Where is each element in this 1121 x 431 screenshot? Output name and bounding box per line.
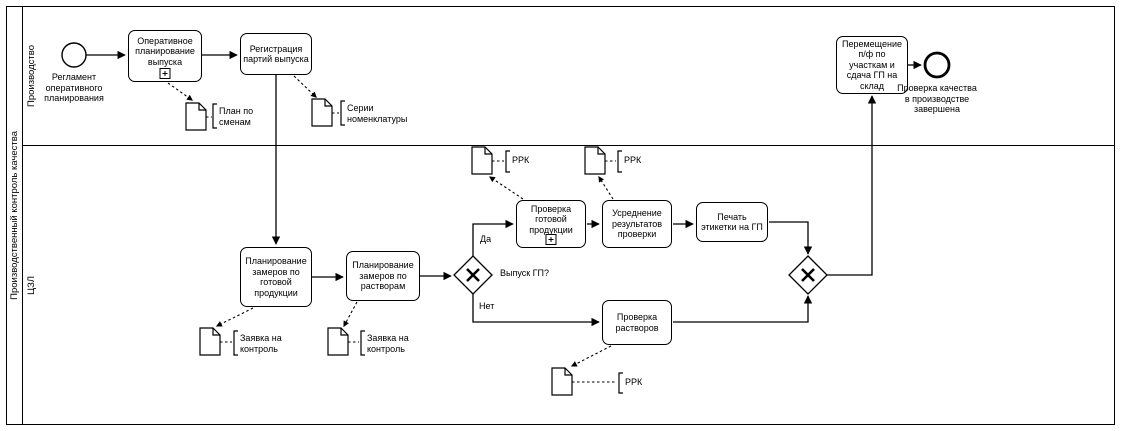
task-planning-solutions[interactable]: Планирование замеров по растворам <box>346 251 420 301</box>
flow-join-to-movement <box>827 95 877 276</box>
task-label: Печать этикетки на ГП <box>701 211 763 233</box>
assoc-registration-to-series <box>293 75 317 98</box>
gateway-yes-label: Да <box>480 234 492 244</box>
task-label: Проверка готовой продукции <box>529 203 573 235</box>
gateway-question-label: Выпуск ГП? <box>500 268 550 278</box>
pool-title-strip: Производственный контроль качества <box>6 6 23 425</box>
task-label: Планирование замеров по готовой продукци… <box>245 256 307 298</box>
end-event-label: Проверка качества в производстве заверше… <box>897 83 977 114</box>
task-label: Планирование замеров по растворам <box>352 260 414 292</box>
doc-request-sol-label: Заявка на контроль <box>367 333 409 354</box>
assoc-op-planning-to-plan-shifts <box>167 82 193 101</box>
document-rrk-check-gp-icon[interactable] <box>471 146 493 175</box>
start-event-label: Регламент оперативного планирования <box>44 72 104 103</box>
x-marker-icon <box>801 268 815 282</box>
annotation-bracket-icon <box>360 330 365 356</box>
document-series-icon[interactable] <box>311 98 333 127</box>
doc-plan-shifts-label: План по сменам <box>219 106 254 127</box>
assoc-averaging-to-rrk <box>598 175 614 200</box>
subprocess-plus-icon <box>159 68 171 79</box>
task-label: Регистрация партий выпуска <box>243 43 309 65</box>
flow-gateway-yes-to-check-gp <box>472 219 514 256</box>
doc-request-gp-label: Заявка на контроль <box>240 333 282 354</box>
task-check-gp[interactable]: Проверка готовой продукции <box>516 200 586 248</box>
task-print-label[interactable]: Печать этикетки на ГП <box>696 202 768 242</box>
annotation-bracket-icon <box>340 100 345 126</box>
annotation-bracket-icon <box>233 330 238 356</box>
annotation-bracket-icon <box>212 103 217 129</box>
assoc-planning-sol-to-request <box>343 301 358 328</box>
start-event[interactable] <box>61 42 87 68</box>
document-request-gp-icon[interactable] <box>199 327 221 356</box>
task-averaging[interactable]: Усреднение результатов проверки <box>602 200 672 248</box>
task-planning-gp[interactable]: Планирование замеров по готовой продукци… <box>240 247 312 307</box>
gateway-join[interactable] <box>788 255 828 295</box>
flow-check-sol-to-join <box>673 295 813 323</box>
doc-rrk-averaging-label: РРК <box>624 155 642 165</box>
doc-rrk-check-gp-label: РРК <box>512 155 530 165</box>
doc-series-label: Серии номенклатуры <box>347 103 408 124</box>
task-movement[interactable]: Перемещение п/ф по участкам и сдача ГП н… <box>836 36 908 94</box>
annotation-bracket-icon <box>618 372 623 394</box>
document-rrk-solutions-icon[interactable] <box>551 367 573 396</box>
task-check-solutions[interactable]: Проверка растворов <box>602 300 672 345</box>
task-label: Проверка растворов <box>615 312 659 333</box>
flow-print-to-join <box>769 221 813 255</box>
annotation-bracket-icon <box>617 150 622 173</box>
x-marker-icon <box>466 268 480 282</box>
subprocess-plus-icon <box>545 234 557 245</box>
end-event[interactable] <box>923 51 951 79</box>
assoc-check-gp-to-rrk <box>488 176 524 200</box>
task-label: Оперативное планирование выпуска <box>135 35 195 67</box>
assoc-check-sol-to-rrk <box>570 345 612 367</box>
task-operational-planning[interactable]: Оперативное планирование выпуска <box>128 30 202 82</box>
flow-gateway-no-to-check-sol <box>472 294 600 327</box>
gateway-no-label: Нет <box>479 301 495 311</box>
task-registration[interactable]: Регистрация партий выпуска <box>240 33 312 75</box>
document-plan-shifts-icon[interactable] <box>185 102 207 131</box>
lane-divider <box>23 145 1115 146</box>
doc-rrk-solutions-label: РРК <box>625 377 643 387</box>
task-label: Усреднение результатов проверки <box>611 208 662 240</box>
document-request-sol-icon[interactable] <box>327 327 349 356</box>
annotation-bracket-icon <box>505 150 510 173</box>
gateway-split[interactable] <box>453 255 493 295</box>
document-rrk-averaging-icon[interactable] <box>584 146 606 175</box>
assoc-planning-gp-to-request <box>215 307 254 327</box>
task-label: Перемещение п/ф по участкам и сдача ГП н… <box>842 38 902 91</box>
